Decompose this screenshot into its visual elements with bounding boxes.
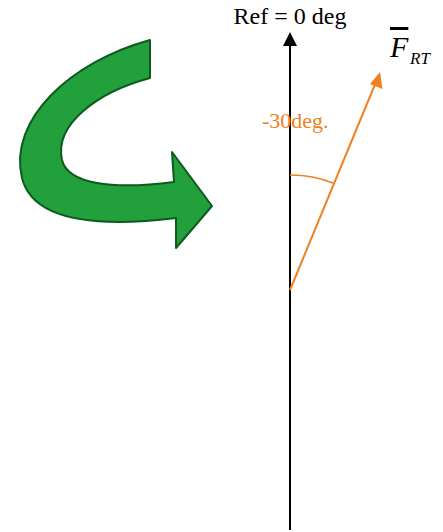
angle-label: -30deg.: [262, 110, 329, 132]
axis-arrowhead: [283, 32, 297, 46]
reference-label: Ref = 0 deg: [234, 4, 347, 28]
force-symbol: F: [390, 30, 408, 62]
rotation-arrow: [20, 40, 212, 248]
force-subscript: RT: [410, 50, 430, 67]
angle-arc: [290, 175, 333, 183]
force-arrowhead: [370, 72, 383, 89]
